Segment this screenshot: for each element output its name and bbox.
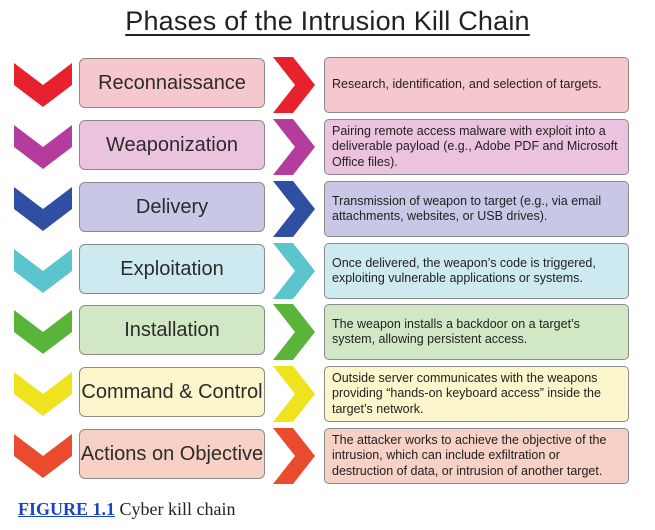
diagram-title: Phases of the Intrusion Kill Chain xyxy=(125,6,530,36)
chevron-right-icon xyxy=(273,181,315,237)
chevron-down-icon xyxy=(14,63,72,107)
phase-row: Installation The weapon installs a backdo… xyxy=(0,304,655,360)
phase-description: The attacker works to achieve the object… xyxy=(324,428,629,484)
phase-description: Research, identification, and selection … xyxy=(324,57,629,113)
phase-row: Reconnaissance Research, identification, … xyxy=(0,57,655,113)
phase-label: Command & Control xyxy=(79,367,265,417)
phase-label: Exploitation xyxy=(79,244,265,294)
chevron-down-icon xyxy=(14,249,72,293)
chevron-down-icon xyxy=(14,372,72,416)
phase-description: Once delivered, the weapon’s code is tri… xyxy=(324,243,629,299)
phase-label: Installation xyxy=(79,305,265,355)
phase-description: Outside server communicates with the wea… xyxy=(324,366,629,422)
phase-row: Exploitation Once delivered, the weapon’s… xyxy=(0,243,655,299)
caption-text: Cyber kill chain xyxy=(115,499,236,519)
phase-row: Actions on Objective The attacker works t… xyxy=(0,428,655,484)
phase-row: Delivery Transmission of weapon to target… xyxy=(0,181,655,237)
chevron-down-icon xyxy=(14,310,72,354)
phase-label: Delivery xyxy=(79,182,265,232)
phase-label: Reconnaissance xyxy=(79,58,265,108)
figure-caption: FIGURE 1.1 Cyber kill chain xyxy=(18,499,236,520)
phase-row: Command & Control Outside server communic… xyxy=(0,366,655,422)
chevron-right-icon xyxy=(273,304,315,360)
phase-description: Pairing remote access malware with explo… xyxy=(324,119,629,175)
chevron-down-icon xyxy=(14,434,72,478)
chevron-right-icon xyxy=(273,243,315,299)
phase-label: Actions on Objective xyxy=(79,429,265,479)
chevron-right-icon xyxy=(273,366,315,422)
phase-row: Weaponization Pairing remote access malwa… xyxy=(0,119,655,175)
phase-description: Transmission of weapon to target (e.g., … xyxy=(324,181,629,237)
phase-label: Weaponization xyxy=(79,120,265,170)
chevron-right-icon xyxy=(273,119,315,175)
chevron-down-icon xyxy=(14,187,72,231)
chevron-down-icon xyxy=(14,125,72,169)
chevron-right-icon xyxy=(273,57,315,113)
chevron-right-icon xyxy=(273,428,315,484)
figure-link[interactable]: FIGURE 1.1 xyxy=(18,499,116,519)
phase-description: The weapon installs a backdoor on a targ… xyxy=(324,304,629,360)
